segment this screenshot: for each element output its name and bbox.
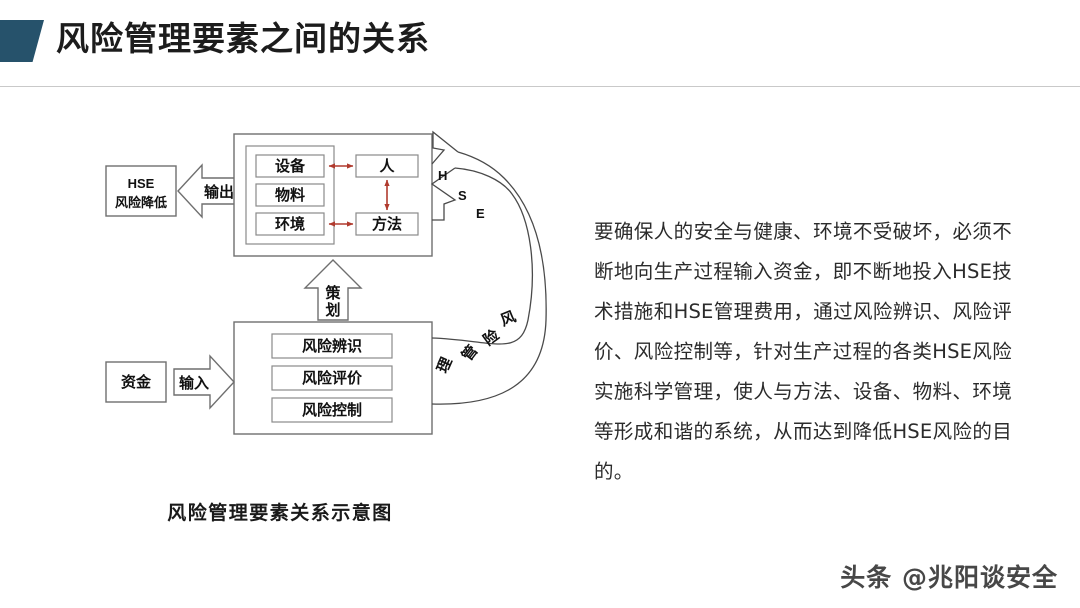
- output-box: [105, 165, 177, 217]
- resource-label-equipment: 设备: [275, 157, 306, 175]
- risk-management-diagram: HSE 风险降低 输出 设备 物料 环境 人 方法: [60, 108, 560, 548]
- curve-label-feng: 风: [498, 308, 518, 329]
- diagram-canvas: HSE 风险降低 输出 设备 物料 环境 人 方法: [105, 130, 547, 435]
- risk-management-curve-outer: [431, 167, 533, 345]
- resource-label-environment: 环境: [275, 215, 305, 233]
- risk-label-identification: 风险辨识: [302, 337, 362, 355]
- actor-label-person: 人: [379, 158, 395, 175]
- curve-label-xian: 险: [480, 325, 504, 349]
- risk-label-control: 风险控制: [302, 401, 362, 419]
- resource-box-environment: [255, 212, 325, 236]
- risk-box-identification: [271, 333, 393, 359]
- risk-box-evaluation: [271, 365, 393, 391]
- risk-management-arrowhead-lower: [430, 167, 457, 221]
- watermark: 头条 @兆阳谈安全: [840, 563, 1058, 592]
- diagram-caption: 风险管理要素关系示意图: [167, 503, 393, 524]
- title-accent-shape: [0, 20, 44, 62]
- hse-letter-s: S: [458, 188, 467, 203]
- slide-header: 风险管理要素之间的关系: [0, 0, 1080, 88]
- actor-box-person: [355, 154, 419, 178]
- hse-letter-h: H: [438, 168, 447, 183]
- body-paragraph: 要确保人的安全与健康、环境不受破坏，必须不断地向生产过程输入资金，即不断地投入H…: [594, 219, 1012, 483]
- resource-label-material: 物料: [275, 186, 305, 204]
- input-arrow-label: 输入: [179, 374, 209, 392]
- resource-box-material: [255, 183, 325, 207]
- risk-management-curve-inner: [431, 151, 547, 405]
- risk-box-control: [271, 397, 393, 423]
- actor-label-method: 方法: [372, 215, 402, 233]
- input-box-label: 资金: [121, 373, 152, 391]
- risk-label-evaluation: 风险评价: [302, 369, 363, 387]
- curve-label-li: 理: [434, 355, 456, 376]
- hse-letter-e: E: [476, 206, 485, 221]
- plan-arrow: [303, 259, 363, 321]
- output-box-line2: 风险降低: [115, 195, 167, 210]
- plan-arrow-label-char1: 策划: [324, 284, 341, 319]
- page-title: 风险管理要素之间的关系: [56, 22, 430, 58]
- output-box-line1: HSE: [128, 176, 155, 191]
- input-box: [105, 361, 167, 403]
- output-arrow-label: 输出: [204, 183, 234, 201]
- curve-label-guan: 管: [458, 342, 481, 365]
- risk-management-arrowhead-upper: [431, 130, 459, 165]
- input-arrow: [173, 354, 235, 410]
- header-divider: [0, 86, 1080, 87]
- content-text-panel: 要确保人的安全与健康、环境不受破坏，必须不断地向生产过程输入资金，即不断地投入H…: [594, 192, 1012, 511]
- resource-box-equipment: [255, 154, 325, 178]
- slide-body: HSE 风险降低 输出 设备 物料 环境 人 方法: [0, 88, 1080, 608]
- actor-box-method: [355, 212, 419, 236]
